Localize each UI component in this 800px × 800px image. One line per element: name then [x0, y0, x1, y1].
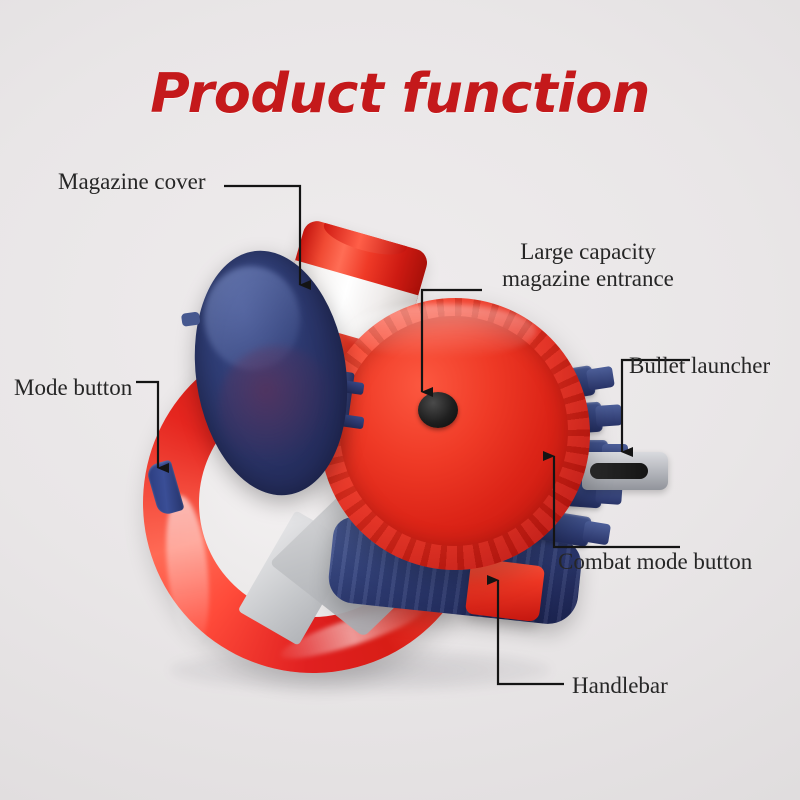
barrel-cylinder-cap	[320, 217, 411, 262]
drum-highlight	[346, 304, 536, 358]
callout-label-line-1: Large capacity	[520, 239, 656, 264]
callout-label-mode-button: Mode button	[14, 375, 133, 400]
cover-hinge	[180, 311, 201, 327]
callout-label-magazine-cover: Magazine cover	[58, 169, 206, 194]
callout-label-bullet-launcher: Bullet launcher	[629, 353, 771, 378]
magazine-entrance-hub	[418, 392, 458, 428]
callout-label-magazine-entrance: Large capacity magazine entrance	[488, 238, 688, 292]
callout-label-handlebar: Handlebar	[572, 673, 668, 698]
page-title: Product function	[150, 62, 650, 125]
nozzle-tip	[582, 520, 612, 546]
silver-barrel-extension	[582, 452, 668, 490]
nozzle-tip	[585, 365, 615, 391]
callout-label-combat-mode-button: Combat mode button	[558, 549, 753, 574]
barrel-bore	[590, 463, 648, 479]
callout-label-line-2: magazine entrance	[502, 266, 674, 292]
nozzle-tip	[595, 404, 623, 427]
magazine-drum	[320, 298, 590, 570]
